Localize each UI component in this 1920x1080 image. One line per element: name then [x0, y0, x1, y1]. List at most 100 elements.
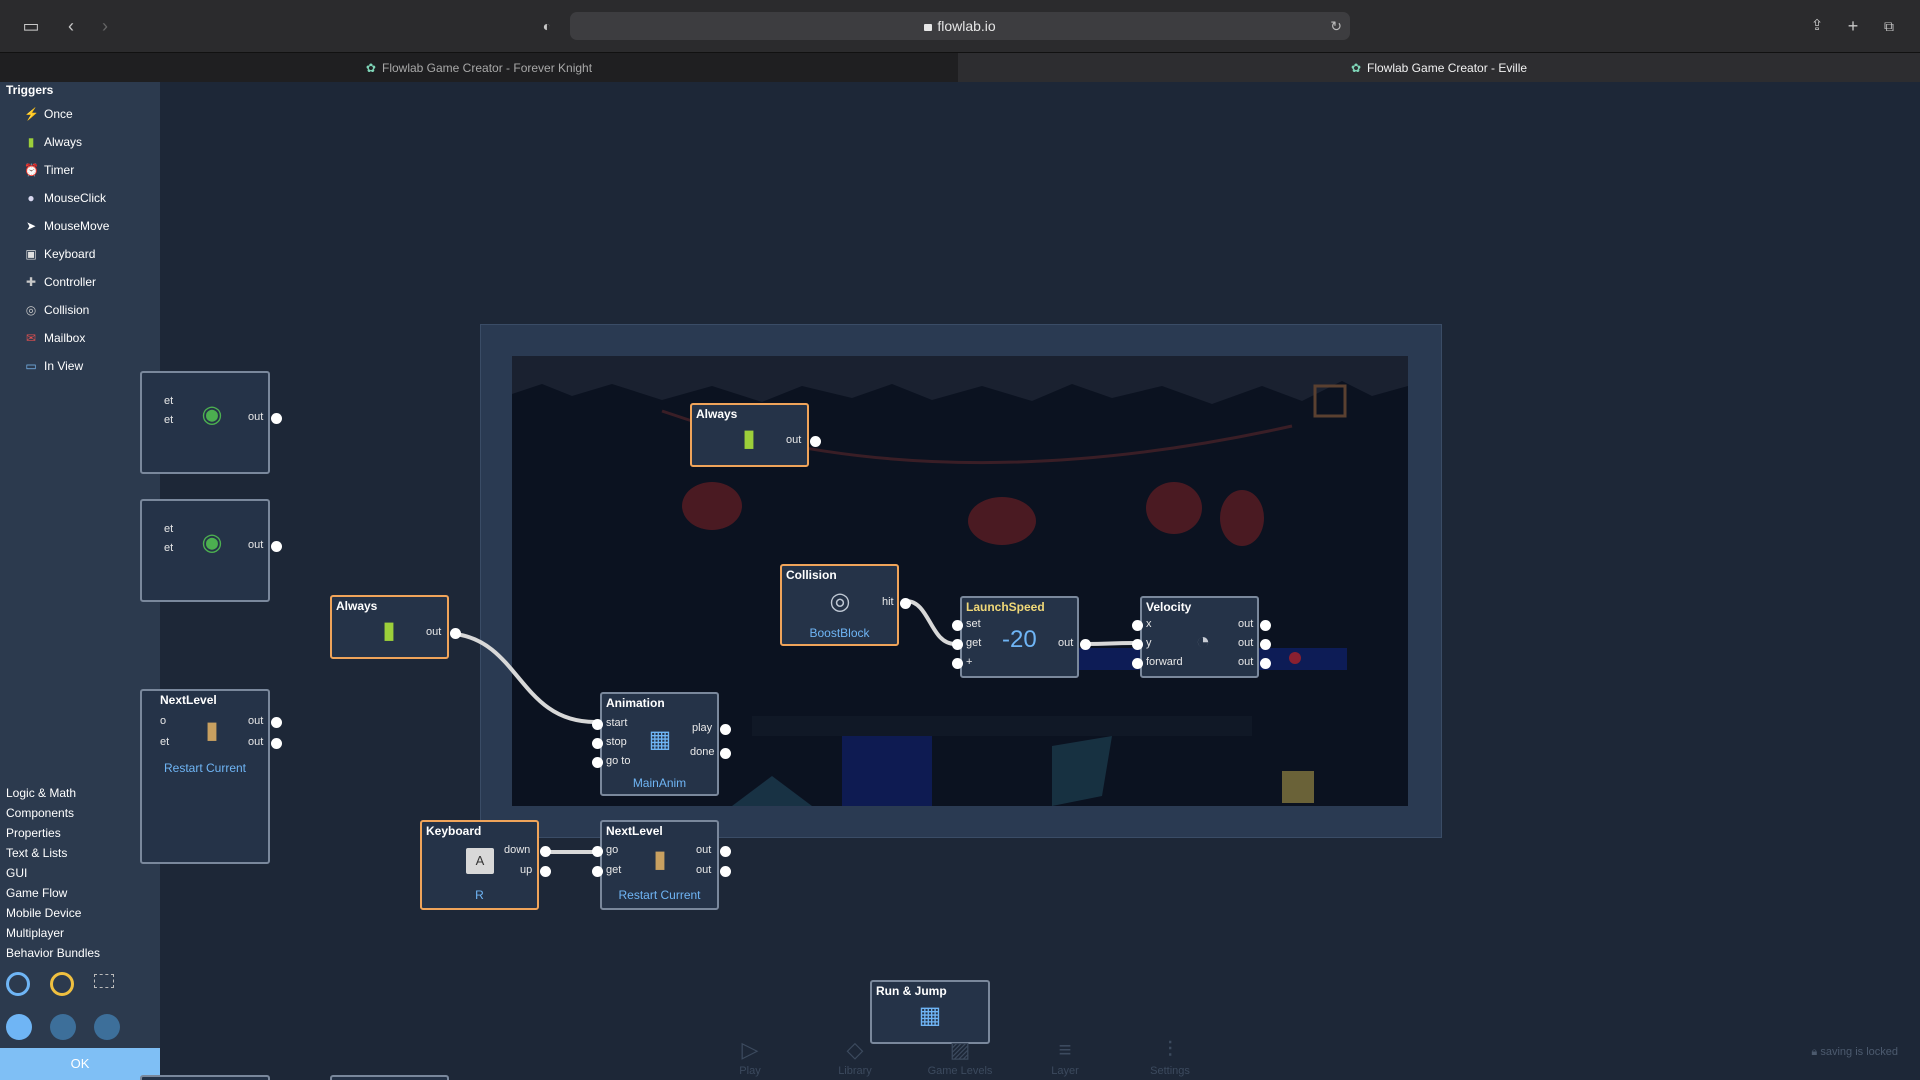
- category-multiplayer[interactable]: Multiplayer: [6, 926, 65, 940]
- partial-block-1[interactable]: et et ◉ out: [140, 371, 282, 474]
- input-port-add[interactable]: [952, 658, 963, 669]
- address-bar[interactable]: flowlab.io ↻: [570, 12, 1350, 40]
- port-label: x: [1146, 618, 1152, 630]
- bottom-library[interactable]: ◇Library: [820, 1037, 890, 1077]
- bottom-play[interactable]: ▷Play: [715, 1037, 785, 1077]
- nextlevel-block[interactable]: NextLevel go get ▮ out out Restart Curre…: [592, 820, 731, 910]
- output-port[interactable]: [1260, 639, 1271, 650]
- privacy-shield-icon[interactable]: ◐: [542, 18, 552, 34]
- output-port[interactable]: [271, 541, 282, 552]
- input-port-go[interactable]: [592, 846, 603, 857]
- sidebar-item-label: Once: [44, 107, 73, 121]
- always-block-left[interactable]: Always ▮ out: [330, 595, 461, 659]
- output-port[interactable]: [720, 846, 731, 857]
- output-port[interactable]: [450, 628, 461, 639]
- forward-arrow-icon[interactable]: ›: [102, 16, 108, 36]
- category-behavior-bundles[interactable]: Behavior Bundles: [6, 946, 101, 960]
- output-port[interactable]: [271, 717, 282, 728]
- sidebar-item-collision[interactable]: ◎Collision: [24, 300, 154, 320]
- tab-forever-knight[interactable]: ✿Flowlab Game Creator - Forever Knight: [0, 53, 958, 83]
- block-title: Run & Jump: [876, 984, 947, 998]
- sidebar-item-keyboard[interactable]: ▣Keyboard: [24, 244, 154, 264]
- partial-block-bottom-left[interactable]: [140, 1075, 270, 1080]
- output-port[interactable]: [720, 748, 731, 759]
- output-port[interactable]: [720, 724, 731, 735]
- input-port-set[interactable]: [952, 620, 963, 631]
- play-icon[interactable]: [6, 1014, 32, 1040]
- sidebar-item-mailbox[interactable]: ✉Mailbox: [24, 328, 154, 348]
- category-game-flow[interactable]: Game Flow: [6, 886, 68, 900]
- tab-overview-icon[interactable]: ⧉: [1884, 18, 1894, 34]
- output-port[interactable]: [540, 846, 551, 857]
- output-port[interactable]: [1260, 658, 1271, 669]
- output-port[interactable]: [271, 413, 282, 424]
- sidebar-item-timer[interactable]: ⏰Timer: [24, 160, 154, 180]
- zoom-in-icon[interactable]: [6, 972, 30, 996]
- port-label: start: [606, 717, 628, 729]
- keyboard-block[interactable]: Keyboard A down up R: [420, 820, 551, 910]
- input-port-forward[interactable]: [1132, 658, 1143, 669]
- sidebar-item-label: Timer: [44, 163, 75, 177]
- category-text-lists[interactable]: Text & Lists: [6, 846, 68, 860]
- block-title: LaunchSpeed: [966, 600, 1045, 614]
- output-port[interactable]: [720, 866, 731, 877]
- input-port-goto[interactable]: [592, 757, 603, 768]
- sidebar-item-always[interactable]: ▮Always: [24, 132, 154, 152]
- bottom-game-levels[interactable]: ▨Game Levels: [925, 1037, 995, 1077]
- share-icon[interactable]: ⇪: [1810, 17, 1824, 34]
- port-label: out: [786, 434, 802, 446]
- sidebar-toggle-icon[interactable]: ▭: [22, 16, 40, 36]
- sidebar-item-once[interactable]: ⚡Once: [24, 104, 154, 124]
- select-tool-icon[interactable]: [94, 974, 114, 988]
- launchspeed-block[interactable]: LaunchSpeed set get + -20 out: [952, 596, 1091, 678]
- back-arrow-icon[interactable]: ‹: [68, 16, 74, 36]
- category-components[interactable]: Components: [6, 806, 75, 820]
- sidebar-item-label: MouseClick: [44, 191, 107, 205]
- bottom-layer[interactable]: ≡Layer: [1030, 1037, 1100, 1077]
- zoom-out-icon[interactable]: [50, 972, 74, 996]
- port-label: play: [692, 722, 713, 734]
- category-mobile-device[interactable]: Mobile Device: [6, 906, 82, 920]
- input-port-stop[interactable]: [592, 738, 603, 749]
- sidebar-item-controller[interactable]: ✚Controller: [24, 272, 154, 292]
- output-port[interactable]: [540, 866, 551, 877]
- partial-block-nextlevel[interactable]: NextLevel o et ▮ out out Restart Current: [140, 689, 282, 864]
- output-port[interactable]: [271, 738, 282, 749]
- ok-button[interactable]: OK: [0, 1048, 160, 1080]
- category-logic-math[interactable]: Logic & Math: [6, 786, 77, 800]
- output-port[interactable]: [900, 598, 911, 609]
- door-icon: ▮: [205, 717, 219, 744]
- partial-block-2[interactable]: et et ◉ out: [140, 499, 282, 602]
- port-label: out: [1238, 618, 1254, 630]
- block-title: Keyboard: [426, 824, 482, 838]
- run-jump-bundle-block[interactable]: Run & Jump ▦: [870, 980, 990, 1044]
- always-block-top[interactable]: Always ▮ out: [690, 403, 821, 467]
- port-label: out: [426, 626, 442, 638]
- velocity-block[interactable]: Velocity x y forward ◔ out out out: [1132, 596, 1271, 678]
- reload-icon[interactable]: ↻: [1330, 18, 1342, 34]
- output-port[interactable]: [1260, 620, 1271, 631]
- number-value[interactable]: -20: [1002, 626, 1037, 653]
- input-port-get[interactable]: [592, 866, 603, 877]
- category-properties[interactable]: Properties: [6, 826, 61, 840]
- new-tab-icon[interactable]: +: [1847, 16, 1859, 36]
- sidebar-item-mouseclick[interactable]: ●MouseClick: [24, 188, 154, 208]
- input-port-x[interactable]: [1132, 620, 1143, 631]
- output-port[interactable]: [810, 436, 821, 447]
- input-port-start[interactable]: [592, 719, 603, 730]
- sidebar-item-in-view[interactable]: ▭In View: [24, 356, 154, 376]
- stop-icon[interactable]: [94, 1014, 120, 1040]
- category-gui[interactable]: GUI: [6, 866, 28, 880]
- partial-block-bottom[interactable]: [330, 1075, 449, 1080]
- output-port[interactable]: [1080, 639, 1091, 650]
- bottom-settings[interactable]: ⫶Settings: [1135, 1037, 1205, 1077]
- sidebar-item-mousemove[interactable]: ➤MouseMove: [24, 216, 154, 236]
- pause-icon[interactable]: [50, 1014, 76, 1040]
- tab-eville[interactable]: ✿Flowlab Game Creator - Eville: [958, 53, 1920, 83]
- input-port-get[interactable]: [952, 639, 963, 650]
- collision-block[interactable]: Collision ◎ hit BoostBlock: [780, 564, 911, 646]
- port-label: et: [164, 414, 174, 426]
- animation-block[interactable]: Animation start stop go to ▦ play done M…: [592, 692, 731, 796]
- block-title: NextLevel: [606, 824, 663, 838]
- input-port-y[interactable]: [1132, 639, 1143, 650]
